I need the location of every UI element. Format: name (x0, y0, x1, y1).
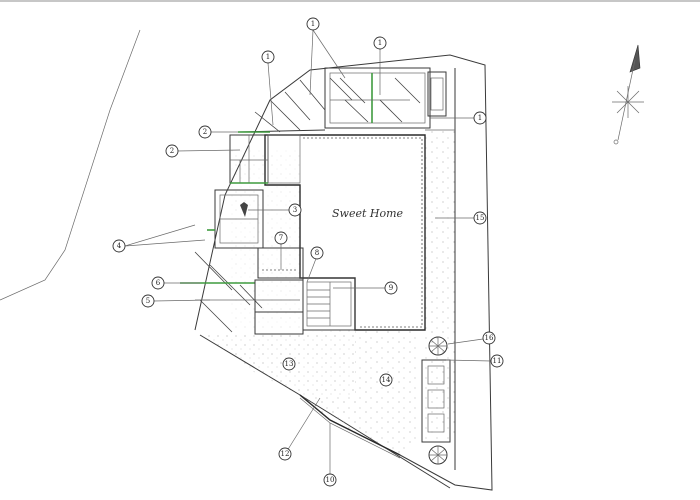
planter-3 (427, 413, 445, 433)
room-7 (257, 247, 304, 279)
svg-text:15: 15 (476, 214, 485, 222)
callout-marker: 10 (323, 473, 337, 487)
svg-text:14: 14 (382, 376, 391, 384)
svg-text:6: 6 (156, 279, 161, 287)
callout-marker: 7 (274, 231, 288, 245)
svg-text:1: 1 (311, 20, 315, 28)
svg-text:4: 4 (117, 242, 122, 250)
garden-hatch (194, 251, 263, 333)
svg-text:8: 8 (315, 249, 319, 257)
paved-area-13 (205, 330, 355, 395)
storage-box (427, 71, 447, 117)
svg-text:7: 7 (279, 234, 283, 242)
callout-marker: 5 (141, 294, 155, 308)
tree-icon (428, 336, 448, 356)
callout-marker: 15 (473, 211, 487, 225)
callout-marker: 1 (261, 50, 275, 64)
callout-marker: 3 (288, 203, 302, 217)
terrace-hatch (254, 79, 326, 133)
tree-icon (428, 445, 448, 465)
storage-box-inner (430, 77, 444, 111)
south-fence (299, 394, 401, 456)
svg-text:3: 3 (293, 206, 297, 214)
svg-text:5: 5 (146, 297, 150, 305)
planter-2 (427, 389, 445, 409)
callout-marker: 1 (473, 111, 487, 125)
north-annex (324, 67, 431, 129)
callout-marker: 13 (282, 357, 296, 371)
stair-arrow-icon (240, 202, 248, 217)
svg-text:2: 2 (203, 128, 207, 136)
svg-text:1: 1 (266, 53, 270, 61)
callout-marker: 4 (112, 239, 126, 253)
svg-text:12: 12 (281, 450, 290, 458)
callout-marker: 8 (310, 246, 324, 260)
room-2-grid (230, 135, 268, 183)
callout-marker: 16 (482, 331, 496, 345)
svg-text:11: 11 (493, 357, 502, 365)
callout-marker: 1 (306, 17, 320, 31)
callout-marker: 1 (373, 36, 387, 50)
planter-1 (427, 365, 445, 385)
road-edge (0, 29, 141, 301)
svg-text:16: 16 (485, 334, 494, 342)
svg-text:1: 1 (478, 114, 482, 122)
svg-text:1: 1 (378, 39, 382, 47)
callout-marker: 11 (490, 354, 504, 368)
callout-marker: 9 (384, 281, 398, 295)
house-label: Sweet Home (332, 207, 404, 220)
room-9 (302, 277, 356, 331)
north-arrow-icon (612, 44, 644, 145)
callout-marker: 2 (165, 144, 179, 158)
north-annex-inner (329, 72, 426, 124)
house-inner-wall (303, 137, 423, 328)
svg-text:2: 2 (170, 147, 174, 155)
callout-marker: 14 (379, 373, 393, 387)
room-2-annex (267, 134, 301, 184)
annex-hatch (329, 77, 421, 123)
svg-text:9: 9 (389, 284, 393, 292)
room-3 (214, 189, 264, 249)
leader-lines (124, 29, 492, 475)
svg-text:10: 10 (326, 476, 335, 484)
callout-marker: 6 (151, 276, 165, 290)
stair-treads (307, 282, 331, 326)
paved-area-14 (300, 330, 420, 455)
callout-marker: 2 (198, 125, 212, 139)
planter-box (421, 359, 451, 443)
callout-marker: 12 (278, 447, 292, 461)
side-path-15 (425, 130, 455, 440)
svg-text:13: 13 (285, 360, 294, 368)
